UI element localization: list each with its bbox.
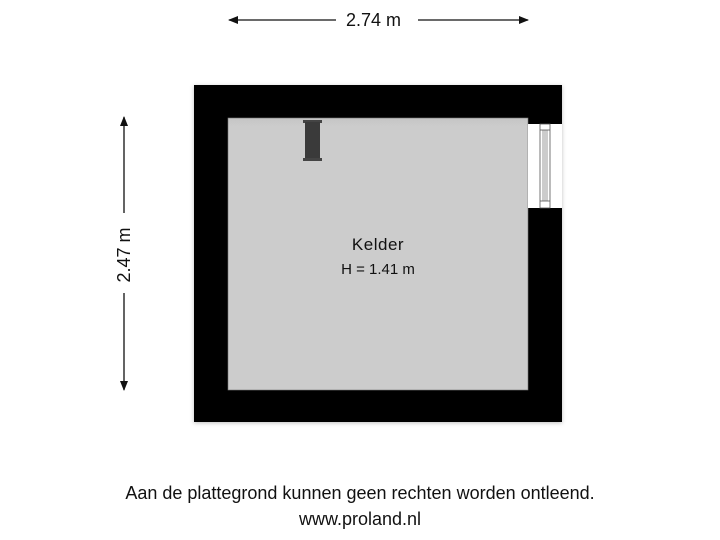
room-floor (227, 117, 529, 391)
fixture-radiator (303, 120, 322, 161)
width-dimension-label: 2.74 m (340, 10, 408, 30)
disclaimer-text: Aan de plattegrond kunnen geen rechten w… (125, 483, 595, 503)
website-text: www.proland.nl (298, 509, 422, 529)
depth-dimension-label: 2.47 m (114, 221, 134, 289)
room-name: Kelder (351, 235, 405, 254)
room-height: H = 1.41 m (341, 261, 415, 278)
window (528, 123, 562, 209)
